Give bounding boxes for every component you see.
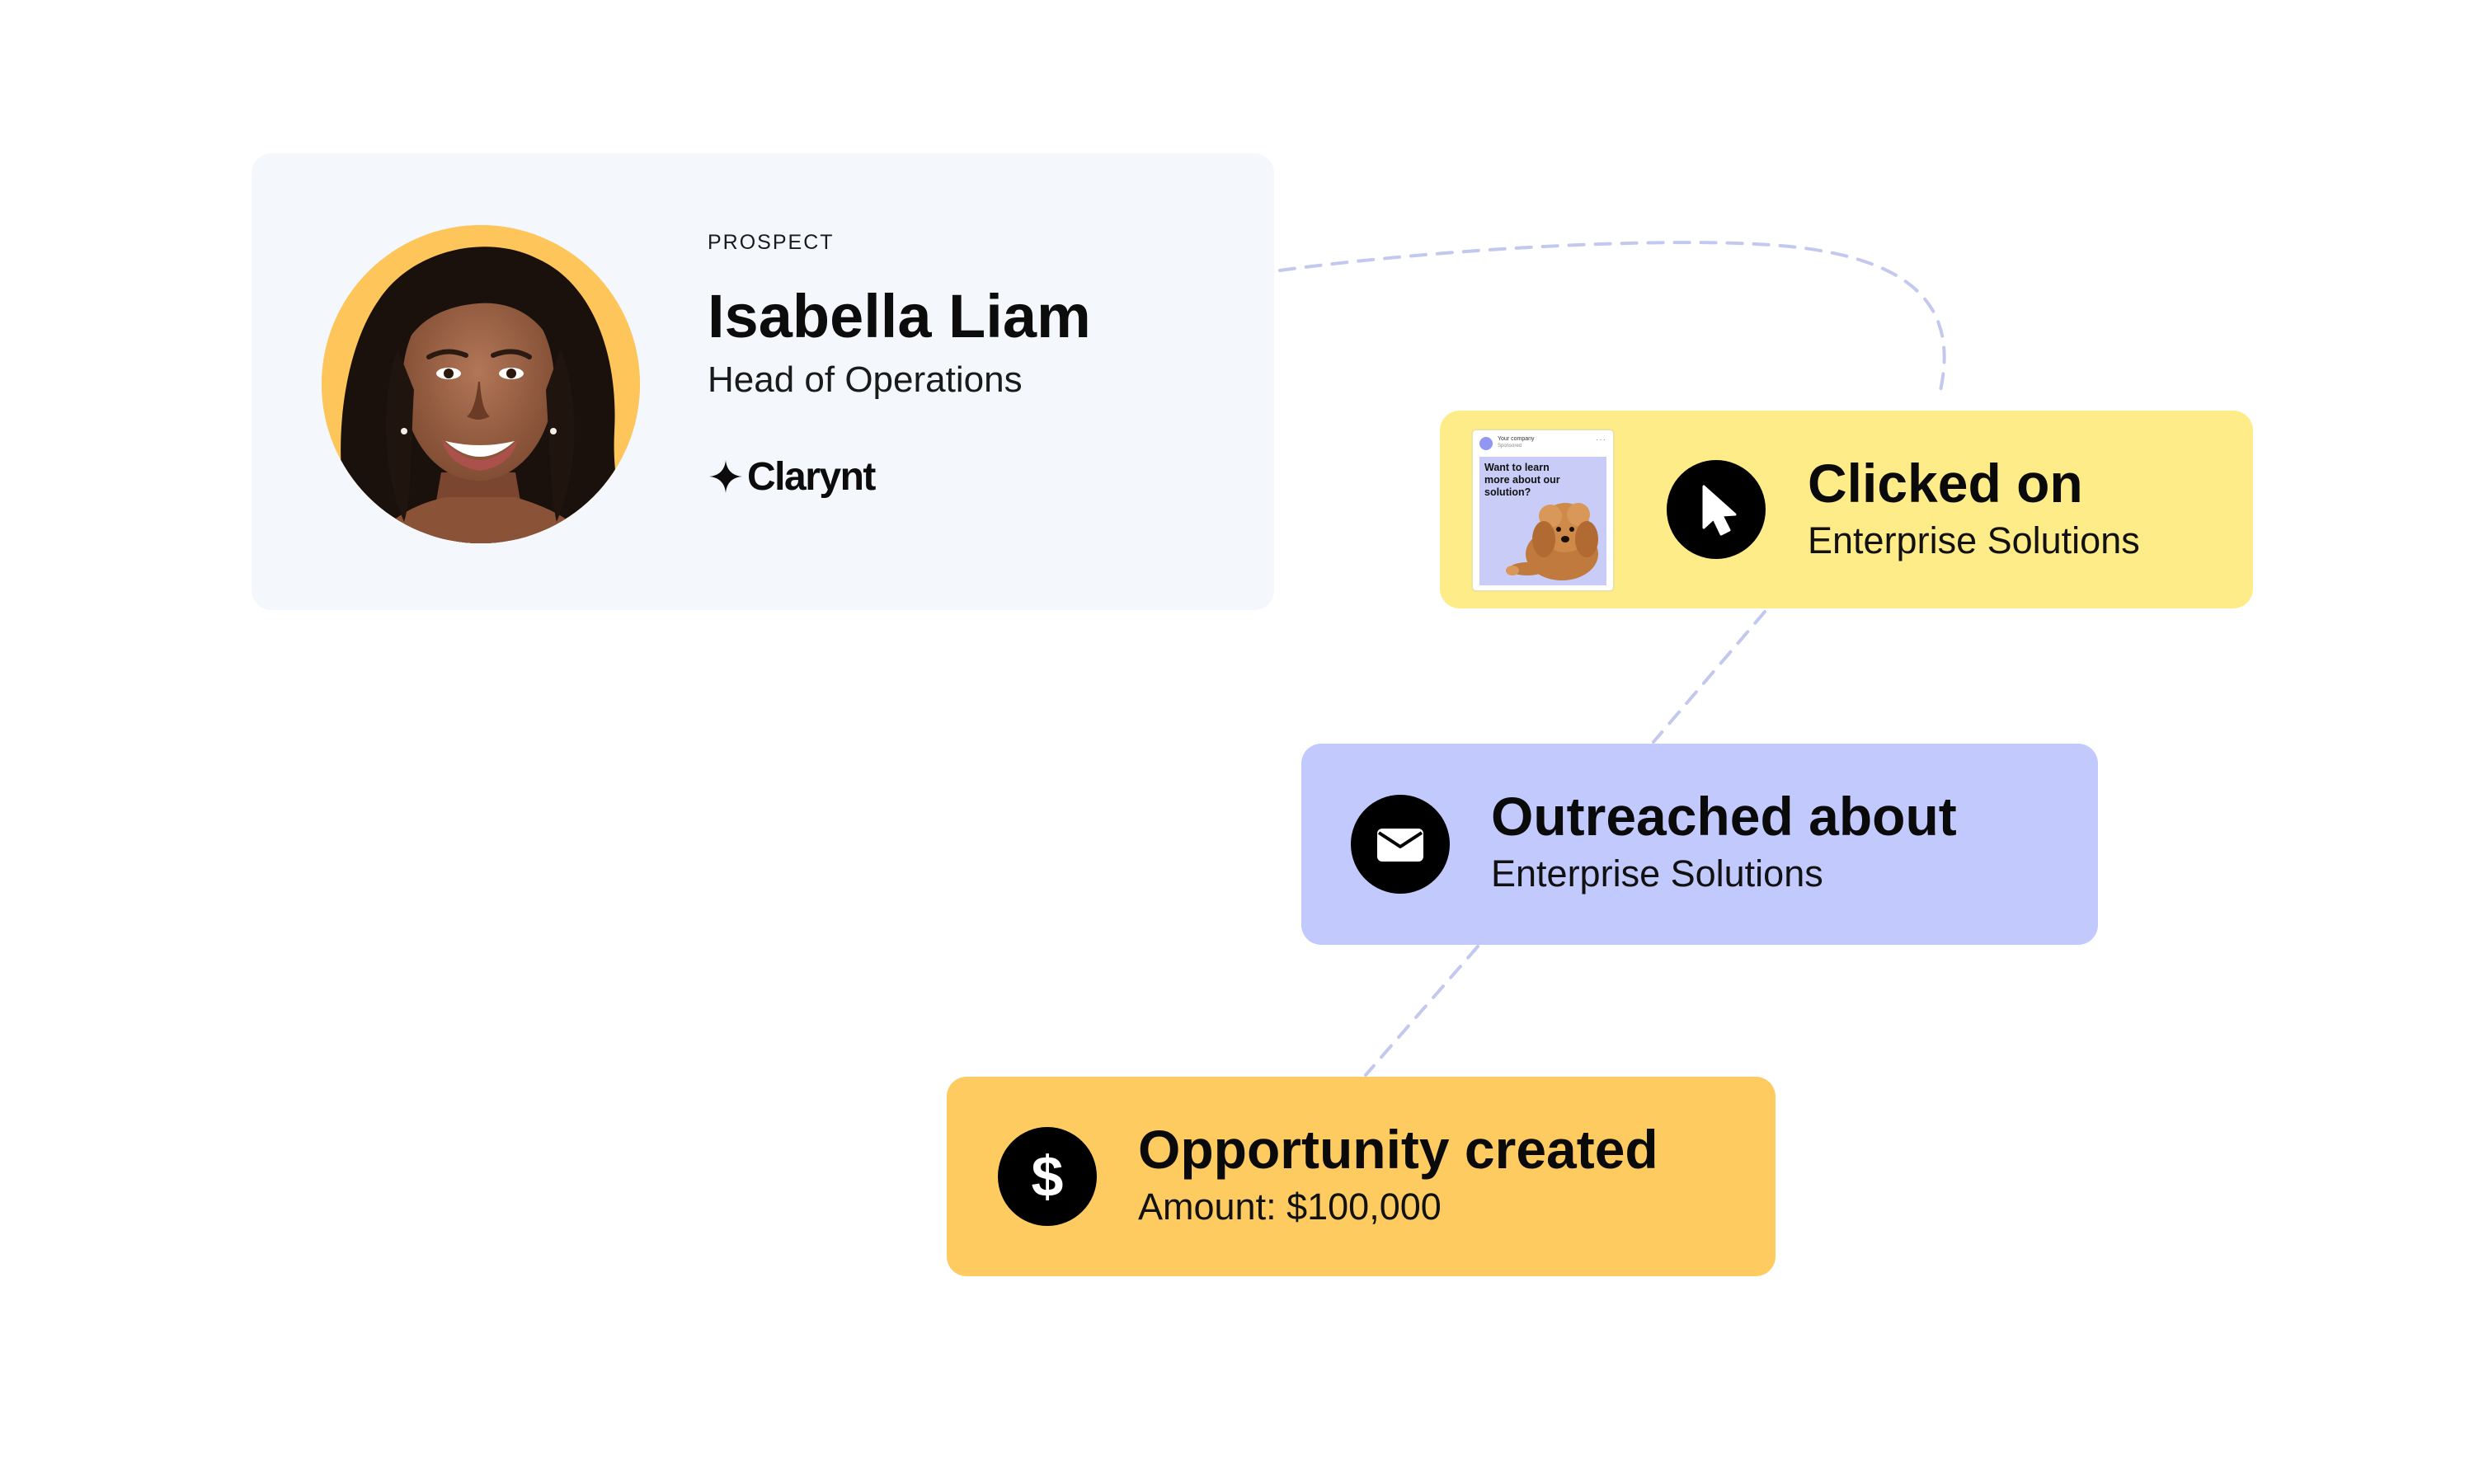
event-title: Opportunity created: [1138, 1119, 1658, 1180]
ad-company-logo: [1479, 437, 1493, 450]
event-card-outreached[interactable]: Outreached about Enterprise Solutions: [1301, 744, 2098, 945]
connector-click-to-outreach: [1652, 610, 1766, 744]
event-card-clicked[interactable]: Your company Sponsored ··· Want to learn…: [1440, 411, 2253, 608]
ad-company: Your company: [1498, 436, 1535, 442]
prospect-role: Head of Operations: [708, 359, 1023, 400]
ad-creative: Want to learn more about our solution?: [1479, 457, 1606, 585]
cursor-icon: [1667, 460, 1766, 559]
svg-text:$: $: [1032, 1144, 1064, 1209]
prospect-card[interactable]: PROSPECT Isabella Liam Head of Operation…: [252, 153, 1274, 610]
event-subtitle: Amount: $100,000: [1138, 1186, 1442, 1228]
event-subtitle: Enterprise Solutions: [1808, 519, 2140, 561]
connector-prospect-to-click: [1278, 241, 1946, 396]
prospect-portrait: [322, 225, 640, 543]
avatar: [322, 225, 640, 543]
prospect-label: PROSPECT: [708, 231, 835, 254]
ad-header: Your company Sponsored ···: [1479, 435, 1606, 453]
dollar-icon: $: [998, 1127, 1097, 1226]
event-subtitle: Enterprise Solutions: [1491, 852, 1823, 895]
event-title: Outreached about: [1491, 786, 1957, 847]
sparkle-icon: [709, 460, 742, 493]
ad-sponsored: Sponsored: [1498, 444, 1522, 448]
dog-image: [1506, 503, 1598, 580]
prospect-name: Isabella Liam: [708, 282, 1091, 350]
event-title: Clicked on: [1808, 453, 2083, 514]
company-logo: Clarynt: [708, 452, 876, 501]
event-card-opportunity[interactable]: $ Opportunity created Amount: $100,000: [947, 1077, 1776, 1276]
connector-outreach-to-opportunity: [1364, 945, 1479, 1077]
ad-headline: Want to learn more about our solution?: [1484, 462, 1560, 498]
more-icon: ···: [1596, 435, 1606, 444]
ad-preview-thumbnail[interactable]: Your company Sponsored ··· Want to learn…: [1473, 430, 1613, 590]
prospect-info: PROSPECT Isabella Liam Head of Operation…: [708, 153, 1235, 610]
company-name: Clarynt: [747, 454, 876, 499]
envelope-icon: [1351, 795, 1450, 894]
